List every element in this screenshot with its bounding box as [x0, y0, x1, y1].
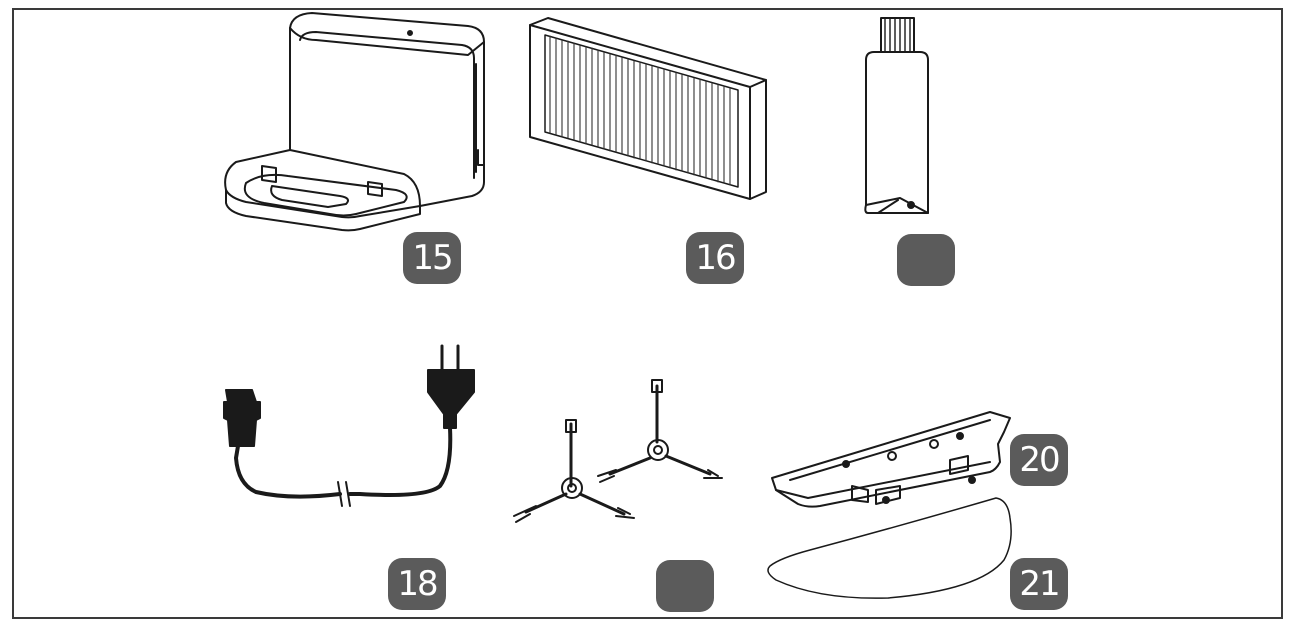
side-brushes-image	[513, 379, 723, 523]
charging-dock-image	[224, 12, 485, 232]
item-number-badge-15: 15	[403, 232, 461, 284]
mop-pad-image	[767, 497, 1012, 599]
item-number-badge-18: 18	[388, 558, 446, 610]
item-number-badge-19	[656, 560, 714, 612]
contents-frame	[12, 8, 1283, 619]
power-cable-image	[223, 344, 475, 507]
mop-holder-image	[771, 411, 1011, 508]
hepa-filter-image	[529, 17, 767, 200]
item-number-badge-16: 16	[686, 232, 744, 284]
item-number-badge-20: 20	[1010, 434, 1068, 486]
item-number-badge-21: 21	[1010, 558, 1068, 610]
item-number-badge-17	[897, 234, 955, 286]
cleaning-brush-bottle-image	[864, 17, 929, 214]
